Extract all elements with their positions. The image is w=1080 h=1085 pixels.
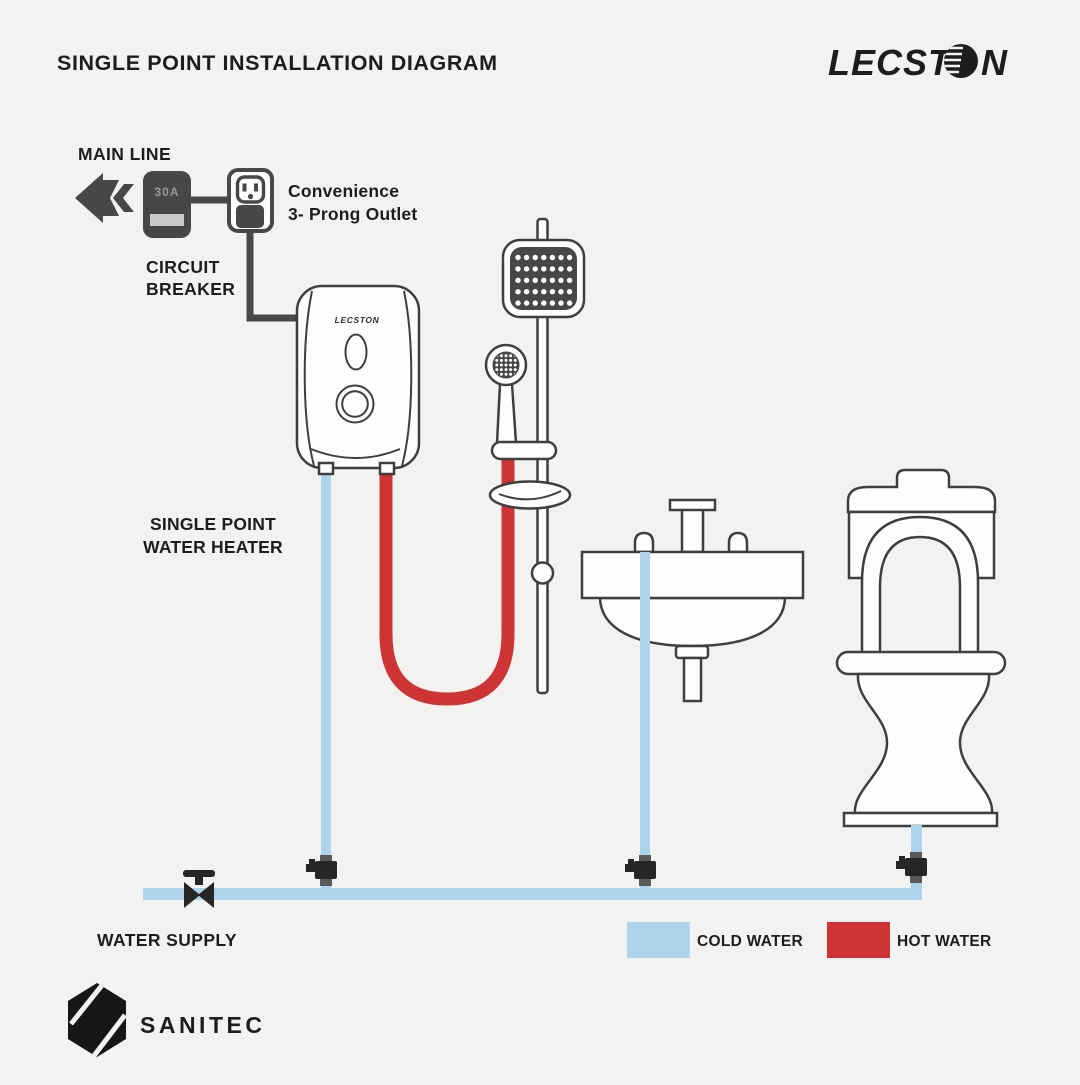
toilet-base	[842, 811, 999, 828]
heater-angle-valve	[306, 855, 337, 886]
hand-shower-handle	[495, 382, 518, 445]
rain-shower-holes	[515, 254, 573, 306]
hot-water-hose	[379, 456, 515, 706]
sink-cold-pipe	[640, 552, 650, 900]
outlet-label-line2: 3- Prong Outlet	[288, 204, 417, 224]
main-shutoff-valve	[183, 870, 215, 908]
toilet-seat-base	[835, 650, 1007, 676]
circuit-breaker-body	[143, 171, 191, 238]
water-heater-body	[295, 284, 421, 470]
legend-swatch-hot	[827, 922, 890, 958]
sink-drain-pipe	[682, 656, 703, 703]
outlet-ground-hole	[247, 193, 254, 200]
toilet-angle-valve	[896, 852, 927, 883]
heater-cold-connector	[317, 461, 335, 476]
breaker-rating-label: 30A	[154, 185, 179, 199]
rain-shower-head	[501, 238, 586, 319]
lecston-logo: LECST N	[828, 42, 1008, 83]
sink-counter	[580, 550, 805, 600]
shower-rail-slider	[530, 561, 555, 585]
main-supply-pipe	[143, 888, 922, 900]
main-line-label: MAIN LINE	[78, 144, 171, 164]
circuit-breaker-label-line2: BREAKER	[146, 279, 235, 299]
lecston-globe-o-icon	[944, 44, 978, 78]
power-cord	[246, 226, 299, 322]
outlet-receptacle	[235, 175, 266, 204]
outlet-label-line1: Convenience	[288, 181, 399, 201]
heater-cold-inlet-pipe	[321, 474, 331, 892]
sink-faucet-stem	[680, 507, 705, 554]
water-heater: LECSTON	[295, 284, 421, 476]
shower-bracket	[490, 440, 558, 461]
circuit-breaker: 30A	[143, 171, 191, 238]
legend-label-hot: HOT WATER	[897, 933, 992, 950]
shower-set	[484, 217, 586, 695]
sanitec-logo: SANITEC	[68, 983, 265, 1057]
breaker-window	[150, 214, 184, 226]
outlet-slot-right	[254, 183, 258, 192]
sink-left-handle	[633, 531, 655, 554]
page-title: SINGLE POINT INSTALLATION DIAGRAM	[57, 51, 498, 75]
lecston-logo-text-left: LECST	[828, 42, 953, 83]
water-supply-label: WATER SUPPLY	[97, 930, 237, 950]
heater-hot-connector	[378, 461, 396, 476]
sanitec-logo-text: SANITEC	[140, 1012, 265, 1038]
legend-label-cold: COLD WATER	[697, 933, 803, 950]
water-heater-display	[344, 333, 368, 371]
water-heater-brand-label: LECSTON	[335, 315, 380, 325]
toilet	[835, 468, 1007, 828]
sink-angle-valve	[625, 855, 656, 886]
water-heater-knob	[335, 384, 375, 424]
heater-label-line1: SINGLE POINT	[150, 514, 276, 534]
valve-handle	[183, 870, 215, 877]
sink-faucet-spout	[668, 498, 717, 512]
hand-shower	[484, 343, 528, 445]
sanitec-hexagon-icon	[68, 983, 126, 1057]
sink-drain-flange	[674, 644, 710, 660]
outlet-plug	[236, 205, 264, 228]
outlet-slot-left	[242, 183, 247, 192]
toilet-seat-inner-arch	[878, 535, 962, 656]
lecston-logo-text-right: N	[981, 42, 1008, 83]
three-prong-outlet	[227, 168, 274, 233]
legend: COLD WATER HOT WATER	[627, 922, 992, 958]
legend-swatch-cold	[627, 922, 690, 958]
heater-label-line2: WATER HEATER	[143, 537, 283, 557]
toilet-tank-lid	[846, 468, 997, 514]
circuit-breaker-label-line1: CIRCUIT	[146, 257, 220, 277]
soap-dish	[488, 480, 572, 510]
main-line-arrow-icon	[75, 173, 134, 223]
sink-right-handle	[727, 531, 749, 554]
